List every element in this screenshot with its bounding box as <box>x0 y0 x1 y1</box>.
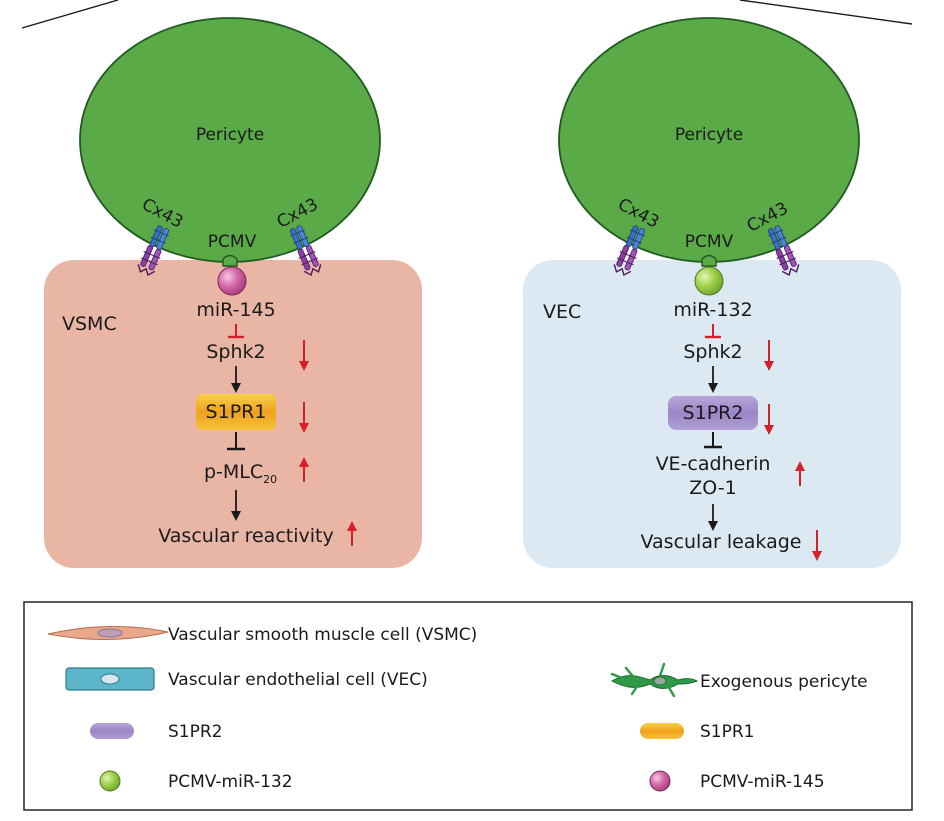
top-left-guide-line <box>21 0 119 29</box>
left-panel: Pericyte Cx43 Cx43 PCMV VSMC miR-145 Sph… <box>44 17 422 568</box>
mir145-label: miR-145 <box>196 299 275 321</box>
legend-pcmv132-label: PCMV-miR-132 <box>168 772 293 792</box>
s1pr1-legend-icon <box>640 723 684 739</box>
s1pr2-box <box>668 396 758 430</box>
top-right-guide-line <box>739 0 913 25</box>
vec-label: VEC <box>543 301 581 323</box>
zo1-label: ZO-1 <box>689 477 736 499</box>
legend-vsmc-label: Vascular smooth muscle cell (VSMC) <box>168 625 477 645</box>
pericyte-left-label: Pericyte <box>196 125 264 145</box>
vsmc-label: VSMC <box>62 313 117 335</box>
pcmv-mir145-vesicle <box>217 266 247 296</box>
pcmv-left-label: PCMV <box>208 232 257 252</box>
pcmv-mir132-legend-icon <box>99 770 121 792</box>
pcmv-mir145-legend-icon <box>649 770 671 792</box>
s1pr2-legend-icon <box>90 723 134 739</box>
pericyte-right-label: Pericyte <box>675 125 743 145</box>
s1pr1-box <box>196 394 276 430</box>
right-panel: Pericyte Cx43 Cx43 PCMV VEC miR-132 Sphk… <box>523 17 901 568</box>
legend-s1pr1-label: S1PR1 <box>700 722 755 742</box>
sphk2-left-label: Sphk2 <box>206 341 265 363</box>
legend: Vascular smooth muscle cell (VSMC) Vascu… <box>23 601 913 811</box>
vascular-leakage-label: Vascular leakage <box>641 531 802 553</box>
vec-nucleus-icon <box>100 673 120 685</box>
pericyte-right-neck <box>701 254 717 267</box>
s1pr2-label: S1PR2 <box>683 402 744 424</box>
exogenous-pericyte-icon <box>610 662 699 698</box>
s1pr1-label: S1PR1 <box>206 401 267 423</box>
legend-pcmv145-label: PCMV-miR-145 <box>700 772 825 792</box>
pcmv-right-label: PCMV <box>685 232 734 252</box>
legend-vec-label: Vascular endothelial cell (VEC) <box>168 670 428 690</box>
legend-pericyte-label: Exogenous pericyte <box>700 672 868 692</box>
vsmc-nucleus-icon <box>97 628 123 638</box>
legend-box <box>23 601 913 811</box>
pcmv-mir132-vesicle <box>694 266 724 296</box>
pmlc-label: p-MLC20 <box>204 461 277 486</box>
ve-cadherin-label: VE-cadherin <box>656 453 771 475</box>
pericyte-left-neck <box>222 254 238 267</box>
mir132-label: miR-132 <box>673 299 752 321</box>
vascular-reactivity-label: Vascular reactivity <box>158 525 333 547</box>
sphk2-right-label: Sphk2 <box>683 341 742 363</box>
legend-s1pr2-label: S1PR2 <box>168 722 223 742</box>
